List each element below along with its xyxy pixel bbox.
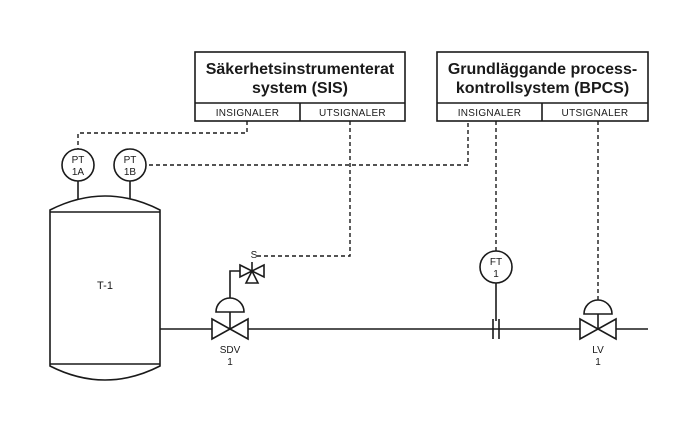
bpcs-title-line2: kontrollsystem (BPCS): [456, 80, 629, 97]
flow-transmitter-ft1: FT 1: [479, 250, 513, 339]
solenoid-valve: S: [239, 250, 265, 284]
pt1b-bubble: [113, 148, 147, 182]
sdv1-actuator: [215, 297, 245, 313]
pt1a-bubble: [61, 148, 95, 182]
sis-title-line1: Säkerhetsinstrumenterat: [206, 61, 395, 78]
solenoid-to-sdv-actuator: [229, 270, 240, 300]
lv1-number: 1: [595, 357, 601, 368]
lv1-body-left: [579, 317, 600, 341]
level-valve-lv1: LV 1: [579, 299, 617, 368]
bpcs-title-line1: Grundläggande process-: [448, 61, 637, 78]
ft1-number: 1: [493, 269, 499, 280]
vessel-label: T-1: [97, 280, 113, 292]
vessel-body: [49, 195, 161, 381]
sdv1-number: 1: [227, 357, 233, 368]
pt1a-tag: PT: [72, 155, 85, 166]
bpcs-box: Grundläggande process- kontrollsystem (B…: [436, 51, 649, 122]
shutdown-valve-sdv1: SDV 1: [211, 297, 249, 368]
signal-pt1b-to-bpcs: [149, 121, 469, 166]
vessel-t1: T-1: [49, 195, 161, 381]
sis-title-line2: system (SIS): [252, 80, 348, 97]
pressure-transmitter-pt1a: PT 1A: [61, 148, 95, 182]
pt1b-number: 1B: [124, 167, 137, 178]
sdv1-body-right: [228, 317, 249, 341]
bpcs-outputs-label: UTSIGNALER: [562, 108, 629, 119]
lv1-tag: LV: [592, 345, 604, 356]
sis-box: Säkerhetsinstrumenterat system (SIS) INS…: [194, 51, 406, 122]
signal-sis-to-solenoid: [256, 121, 351, 257]
sdv1-tag: SDV: [220, 345, 241, 356]
solenoid-label: S: [251, 250, 258, 261]
signal-pt1a-to-sis: [77, 121, 248, 149]
pressure-transmitter-pt1b: PT 1B: [113, 148, 147, 182]
sis-inputs-label: INSIGNALER: [216, 108, 280, 119]
sis-outputs-label: UTSIGNALER: [319, 108, 386, 119]
pt1a-number: 1A: [72, 167, 85, 178]
solenoid-bottom-triangle: [244, 269, 260, 284]
bpcs-inputs-label: INSIGNALER: [458, 108, 522, 119]
pt1b-tag: PT: [124, 155, 137, 166]
solenoid-right-triangle: [250, 263, 265, 279]
lv1-actuator: [583, 299, 613, 315]
lv1-body-right: [596, 317, 617, 341]
sdv1-body-left: [211, 317, 232, 341]
ft1-tag: FT: [490, 257, 502, 268]
